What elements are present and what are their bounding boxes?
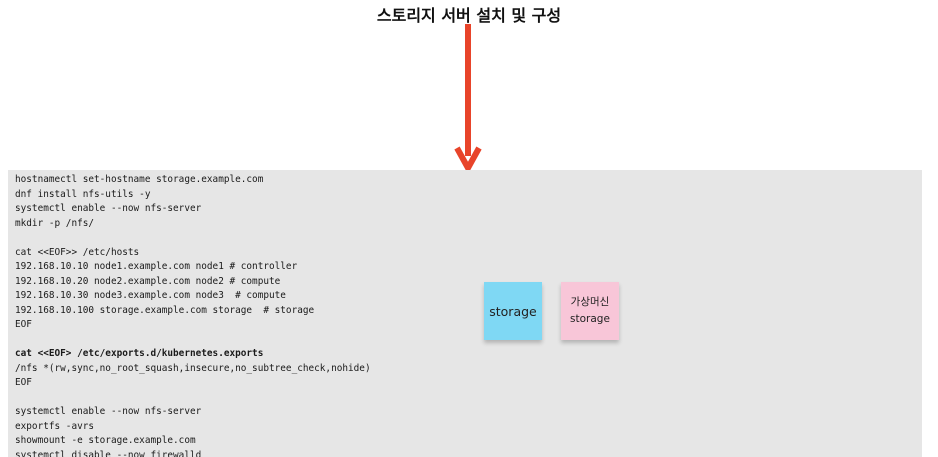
code-line: 192.168.10.30 node3.example.com node3 # … bbox=[15, 290, 286, 301]
code-block: hostnamectl set-hostname storage.example… bbox=[8, 170, 922, 457]
code-line bbox=[15, 231, 371, 246]
code-line bbox=[15, 333, 371, 348]
code-line: cat <<EOF> /etc/exports.d/kubernetes.exp… bbox=[15, 348, 264, 359]
code-line: showmount -e storage.example.com bbox=[15, 435, 196, 446]
code-line: 192.168.10.100 storage.example.com stora… bbox=[15, 304, 315, 316]
diagram-title: 스토리지 서버 설치 및 구성 bbox=[376, 6, 562, 25]
code-line: systemctl enable --now nfs-server bbox=[15, 203, 202, 214]
code-line: 192.168.10.10 node1.example.com node1 # … bbox=[15, 261, 298, 272]
code-line: EOF bbox=[15, 319, 32, 330]
down-arrow bbox=[454, 24, 482, 174]
code-line: systemctl enable --now nfs-server bbox=[15, 406, 202, 417]
code-line bbox=[15, 391, 371, 406]
code-line: dnf install nfs-utils -y bbox=[15, 188, 151, 200]
code-line: /nfs *(rw,sync,no_root_squash,insecure,n… bbox=[15, 362, 371, 374]
code-line: cat <<EOF>> /etc/hosts bbox=[15, 246, 140, 258]
code-line: mkdir -p /nfs/ bbox=[15, 217, 95, 229]
code-line: 192.168.10.20 node2.example.com node2 # … bbox=[15, 275, 281, 287]
code-line: exportfs -avrs bbox=[15, 420, 95, 432]
code-line: hostnamectl set-hostname storage.example… bbox=[15, 174, 264, 185]
sticky-note-vm-storage-line1: 가상머신 bbox=[570, 296, 610, 308]
code-lines: hostnamectl set-hostname storage.example… bbox=[15, 173, 371, 457]
sticky-note-storage-label: storage bbox=[489, 303, 537, 319]
sticky-note-storage[interactable]: storage bbox=[484, 282, 542, 340]
sticky-note-vm-storage-line2: storage bbox=[570, 313, 610, 325]
code-line: EOF bbox=[15, 377, 32, 388]
code-line: systemctl disable --now firewalld bbox=[15, 449, 202, 457]
arrow-head bbox=[454, 146, 482, 174]
sticky-note-vm-storage[interactable]: 가상머신 storage bbox=[561, 282, 619, 340]
